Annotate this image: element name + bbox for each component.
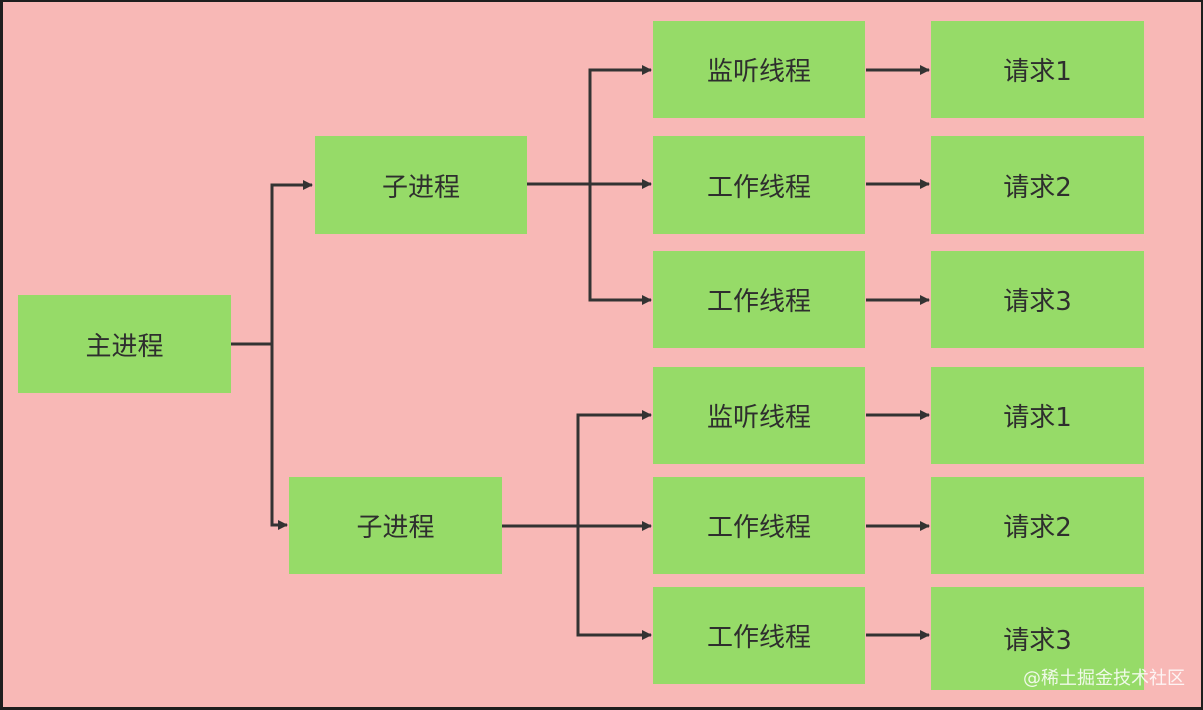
connector-main-to-child-2 [231,342,288,530]
thread-label: 工作线程 [706,287,811,317]
request-label: 请求3 [1003,287,1072,317]
connector-main-to-child-1 [231,180,313,346]
thread-node-2-2: 工作线程 [653,477,865,574]
request-node-1-3: 请求3 [931,251,1144,348]
watermark-text: @稀土掘金技术社区 [1023,668,1185,689]
request-label: 请求2 [1003,172,1072,203]
request-node-1-2: 请求2 [931,136,1144,234]
thread-label: 工作线程 [706,172,811,203]
main-process-node: 主进程 [18,295,231,393]
request-node-2-2: 请求2 [931,477,1144,574]
thread-node-1-1: 监听线程 [653,21,865,118]
child-process-node-1: 子进程 [315,136,527,234]
connector-child-1-to-thread-3 [527,182,652,305]
thread-node-2-3: 工作线程 [653,587,865,684]
child-process-node-2: 子进程 [289,477,502,574]
child-process-label: 子进程 [381,172,460,203]
request-label: 请求2 [1003,513,1072,543]
thread-label: 监听线程 [706,403,811,433]
thread-node-2-1: 监听线程 [653,367,865,464]
request-node-1-1: 请求1 [931,21,1144,118]
request-label: 请求1 [1003,403,1072,433]
thread-label: 工作线程 [706,513,811,543]
request-label: 请求3 [1003,626,1072,656]
main-process-label: 主进程 [85,331,164,362]
request-node-2-3: 请求3 [931,587,1144,690]
connector-child-1-to-thread-1 [527,65,652,186]
request-label: 请求1 [1003,57,1072,87]
connector-child-2-to-thread-3 [502,524,652,640]
thread-node-1-3: 工作线程 [653,251,865,348]
connector-child-2-to-thread-1 [502,410,652,528]
thread-label: 工作线程 [706,623,811,653]
child-process-label: 子进程 [356,513,435,543]
thread-label: 监听线程 [706,57,811,87]
thread-node-1-2: 工作线程 [653,136,865,234]
request-node-2-1: 请求1 [931,367,1144,464]
